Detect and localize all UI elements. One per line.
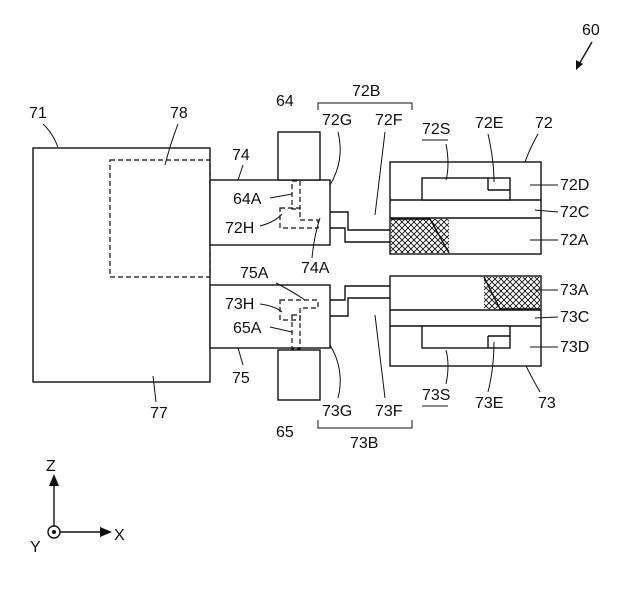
label-72: 72 — [535, 115, 553, 132]
x-axis-arrow — [100, 527, 112, 537]
label-73B: 73B — [350, 435, 378, 452]
leader-72G — [330, 132, 340, 185]
leader-71 — [43, 124, 58, 147]
lead-75 — [210, 285, 330, 348]
label-73E: 73E — [475, 395, 503, 412]
z-axis-arrow — [49, 474, 59, 486]
label-64A: 64A — [233, 191, 262, 208]
electrode-72S — [422, 178, 510, 200]
label-73: 73 — [538, 395, 556, 412]
label-73H: 73H — [225, 296, 254, 313]
y-axis-dot — [52, 530, 56, 534]
brace-72B — [318, 103, 412, 110]
component-64 — [278, 132, 320, 180]
label-73G: 73G — [322, 403, 352, 420]
component-65 — [278, 350, 320, 400]
leader-72 — [525, 134, 538, 162]
label-65A: 65A — [233, 320, 262, 337]
electrode-73S — [422, 326, 510, 348]
label-72H: 72H — [225, 220, 254, 237]
coordinate-axes: Z X Y — [30, 458, 125, 556]
label-74: 74 — [232, 147, 250, 164]
leader-73F — [375, 315, 385, 398]
label-78: 78 — [170, 105, 188, 122]
label-73S: 73S — [422, 387, 450, 404]
axis-z-label: Z — [46, 458, 56, 475]
label-72B: 72B — [352, 83, 380, 100]
axis-y-label: Y — [30, 539, 41, 556]
label-72E: 72E — [475, 115, 503, 132]
label-71: 71 — [29, 105, 47, 122]
leader-73 — [526, 366, 540, 392]
leader-75 — [238, 348, 243, 365]
label-73A: 73A — [560, 282, 589, 299]
brace-73B — [318, 420, 412, 428]
label-64: 64 — [276, 93, 294, 110]
label-77: 77 — [150, 405, 168, 422]
leader-74 — [238, 165, 243, 180]
label-65: 65 — [276, 424, 294, 441]
label-72D: 72D — [560, 177, 589, 194]
block-77 — [33, 148, 210, 382]
axis-x-label: X — [114, 527, 125, 544]
figure-ref-arrow — [576, 42, 592, 70]
label-73F: 73F — [375, 403, 403, 420]
label-73C: 73C — [560, 309, 589, 326]
label-72S: 72S — [422, 121, 450, 138]
label-72A: 72A — [560, 232, 589, 249]
label-72C: 72C — [560, 204, 589, 221]
leader-72F — [375, 132, 385, 215]
leader-73G — [330, 345, 340, 398]
label-72G: 72G — [322, 112, 352, 129]
label-75: 75 — [232, 370, 250, 387]
label-74A: 74A — [301, 260, 330, 277]
label-75A: 75A — [240, 265, 269, 282]
figure-ref-label: 60 — [582, 22, 600, 39]
label-72F: 72F — [375, 112, 403, 129]
label-73D: 73D — [560, 339, 589, 356]
